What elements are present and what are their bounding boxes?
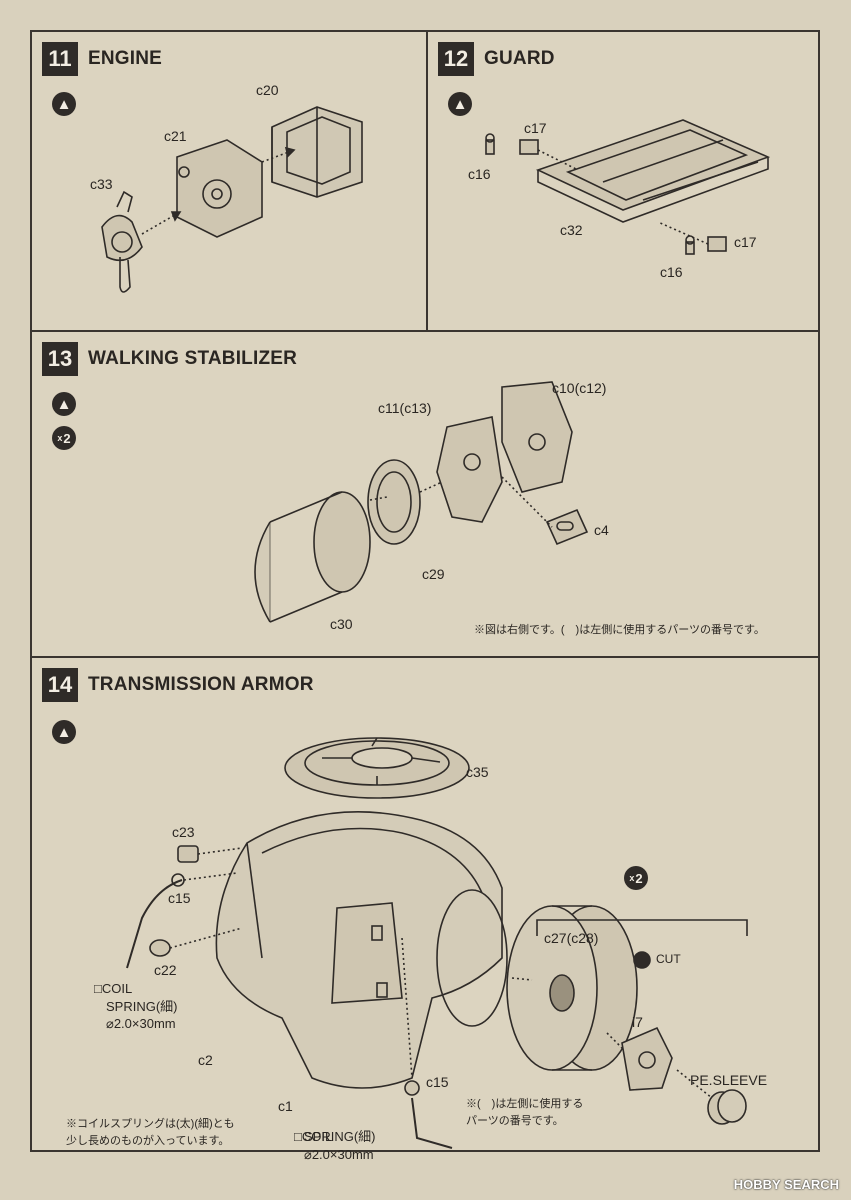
instruction-page: 11 ENGINE ▲ — [30, 30, 820, 1152]
part-c16-top: c16 — [468, 166, 491, 182]
glue-icon: ▲ — [52, 392, 76, 416]
step-12-title: GUARD — [484, 48, 555, 69]
part-c16-bottom: c16 — [660, 264, 683, 280]
part-c20: c20 — [256, 82, 279, 98]
coil-spring-1-label2: SPRING(細) — [106, 998, 178, 1014]
part-c15-top: c15 — [168, 890, 191, 906]
part-c35: c35 — [466, 764, 489, 780]
coil-spring-2-label2: SPRING(細) — [304, 1129, 376, 1144]
multiplier-value: 2 — [63, 430, 71, 446]
parts-note: ※( )は左側に使用する パーツの番号です。 — [466, 1098, 584, 1127]
part-c4: c4 — [594, 522, 609, 538]
step-14-number: 14 — [42, 668, 78, 702]
coil-spring-2: □COIL — [294, 1128, 332, 1146]
part-c17-top: c17 — [524, 120, 547, 136]
multiplier-value: 2 — [635, 870, 643, 886]
part-c11: c11(c13) — [378, 400, 432, 416]
coil-spring-2-size: ⌀2.0×30mm — [304, 1146, 374, 1162]
step-12-header: 12 GUARD — [438, 42, 555, 76]
part-c27: c27(c28) — [544, 930, 599, 946]
step-13-title: WALKING STABILIZER — [88, 348, 298, 369]
glue-icon: ▲ — [52, 92, 76, 116]
part-c21: c21 — [164, 128, 187, 144]
glue-icon: ▲ — [52, 720, 76, 744]
step-11-title: ENGINE — [88, 48, 163, 69]
glue-icon: ▲ — [448, 92, 472, 116]
part-c32: c32 — [560, 222, 583, 238]
step-13-header: 13 WALKING STABILIZER — [42, 342, 297, 376]
part-i7: i7 — [632, 1014, 643, 1030]
step-12-panel: 12 GUARD ▲ — [426, 30, 820, 332]
step-11-number: 11 — [42, 42, 78, 76]
step-14-title: TRANSMISSION ARMOR — [88, 674, 314, 695]
step-11-panel: 11 ENGINE ▲ — [30, 30, 428, 332]
part-c33: c33 — [90, 176, 113, 192]
coil-spring-2-extra: SPRING(細) ⌀2.0×30mm — [304, 1128, 376, 1163]
step-13-number: 13 — [42, 342, 78, 376]
part-c22: c22 — [154, 962, 177, 978]
stabilizer-drawing — [254, 381, 589, 623]
part-c29: c29 — [422, 566, 445, 582]
part-c30: c30 — [330, 616, 353, 632]
engine-drawing — [101, 106, 363, 293]
spring-note: ※コイルスプリングは(太)(細)とも 少し長めのものが入っています。 — [66, 1118, 235, 1147]
coil-spring-1: □COIL SPRING(細) ⌀2.0×30mm — [94, 980, 178, 1033]
part-c2: c2 — [198, 1052, 213, 1068]
coil-spring-1-label: □COIL — [94, 981, 133, 996]
part-c17-bottom: c17 — [734, 234, 757, 250]
step-13-note: ※図は右側です。( )は左側に使用するパーツの番号です。 — [474, 624, 765, 636]
part-pe-sleeve: PE.SLEEVE — [690, 1072, 768, 1088]
coil-spring-1-size: ⌀2.0×30mm — [106, 1016, 176, 1032]
part-c10: c10(c12) — [552, 380, 607, 396]
part-c23: c23 — [172, 824, 195, 840]
cut-label: CUT — [656, 952, 681, 966]
part-c15-bottom: c15 — [426, 1074, 449, 1090]
guard-drawing — [485, 119, 771, 255]
watermark: HOBBY SEARCH — [733, 1177, 839, 1192]
part-c1: c1 — [278, 1098, 293, 1114]
transmission-armor-drawing — [126, 737, 748, 1149]
step-11-header: 11 ENGINE — [42, 42, 162, 76]
step-14-header: 14 TRANSMISSION ARMOR — [42, 668, 314, 702]
coil-spring-2-label: □COIL — [294, 1129, 333, 1144]
step-12-number: 12 — [438, 42, 474, 76]
